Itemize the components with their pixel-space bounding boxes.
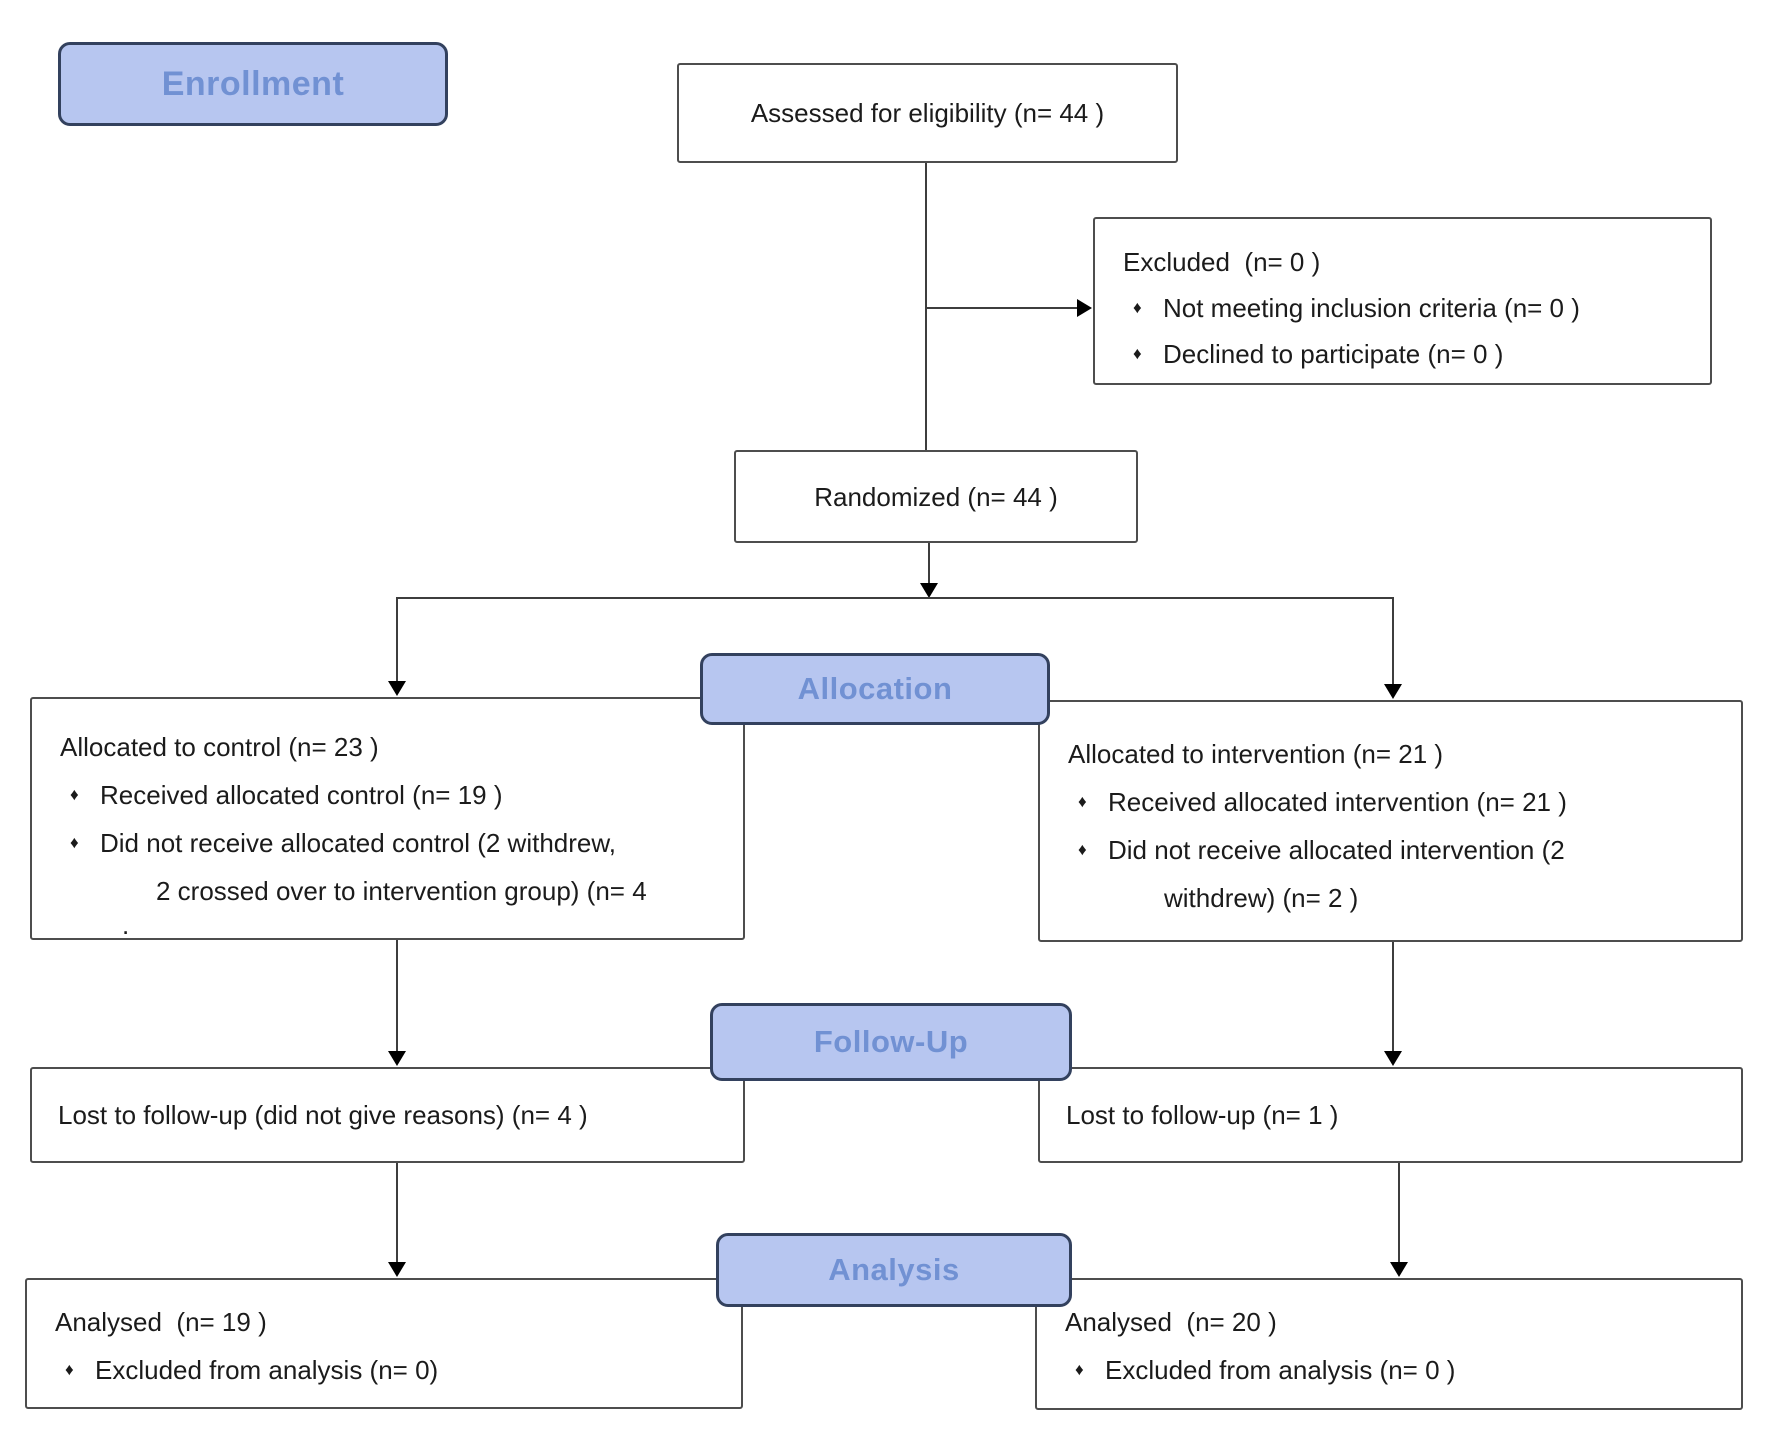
arrowhead-followup-control-icon	[388, 1051, 406, 1066]
text-line: 2 crossed over to intervention group) (n…	[156, 876, 647, 906]
bullet-line: ♦ Received allocated intervention (n= 21 …	[1078, 778, 1731, 826]
connector-split-left	[396, 598, 398, 682]
bullet-text: Received allocated control (n= 19 )	[100, 780, 503, 810]
bullet-text: Did not receive allocated intervention (…	[1108, 835, 1565, 865]
text-line: Lost to follow-up (did not give reasons)…	[58, 1100, 588, 1130]
bullet-line: ♦ Excluded from analysis (n= 0 )	[1075, 1346, 1731, 1394]
box-analysed-intervention: Analysed (n= 20 ) ♦ Excluded from analysis…	[1035, 1278, 1743, 1410]
text-line: Randomized (n= 44 )	[814, 481, 1058, 512]
connector-randomized-split	[928, 543, 930, 585]
bullet-text: Declined to participate (n= 0 )	[1163, 339, 1504, 369]
bullet-line: ♦ Did not receive allocated intervention …	[1078, 826, 1731, 874]
box-allocated-control: Allocated to control (n= 23 ) ♦ Received a…	[30, 697, 745, 940]
connector-control-followup	[396, 940, 398, 1052]
text-line: Allocated to control (n= 23 )	[60, 732, 379, 762]
bullet-diamond-icon: ♦	[1078, 840, 1087, 859]
box-excluded: Excluded (n= 0 ) ♦ Not meeting inclusion c…	[1093, 217, 1712, 385]
bullet-line: ♦ Received allocated control (n= 19 )	[70, 771, 733, 819]
connector-split-right	[1392, 598, 1394, 685]
text-line: withdrew) (n= 2 )	[1164, 883, 1359, 913]
text-line: Excluded (n= 0 )	[1123, 247, 1321, 277]
arrowhead-excluded-icon	[1077, 299, 1092, 317]
bullet-line: ♦ Declined to participate (n= 0 )	[1133, 331, 1700, 377]
bullet-text: Did not receive allocated control (2 wit…	[100, 828, 616, 858]
bullet-line: ♦ Not meeting inclusion criteria (n= 0 )	[1133, 285, 1700, 331]
arrowhead-alloc-control-icon	[388, 681, 406, 696]
bullet-text: Not meeting inclusion criteria (n= 0 )	[1163, 293, 1580, 323]
bullet-diamond-icon: ♦	[1133, 298, 1142, 317]
bullet-diamond-icon: ♦	[70, 833, 79, 852]
text-line: Allocated to intervention (n= 21 )	[1068, 739, 1444, 769]
stage-pill-followup: Follow-Up	[710, 1003, 1072, 1081]
arrowhead-alloc-intervention-icon	[1384, 684, 1402, 699]
stage-label-analysis: Analysis	[828, 1252, 960, 1287]
bullet-diamond-icon: ♦	[1078, 792, 1087, 811]
text-line: Lost to follow-up (n= 1 )	[1066, 1100, 1339, 1130]
text-line: Analysed (n= 19 )	[55, 1307, 267, 1337]
connector-excluded-branch	[926, 307, 1078, 309]
arrowhead-split-icon	[920, 583, 938, 598]
text-line: Analysed (n= 20 )	[1065, 1307, 1277, 1337]
connector-intervention-followup	[1392, 942, 1394, 1052]
box-allocated-intervention: Allocated to intervention (n= 21 ) ♦ Recei…	[1038, 700, 1743, 942]
bullet-diamond-icon: ♦	[65, 1360, 74, 1379]
bullet-text: Excluded from analysis (n= 0 )	[1105, 1355, 1456, 1385]
box-lost-followup-intervention: Lost to follow-up (n= 1 )	[1038, 1067, 1743, 1163]
stage-label-allocation: Allocation	[797, 671, 953, 706]
stage-pill-analysis: Analysis	[716, 1233, 1072, 1307]
box-randomized: Randomized (n= 44 )	[734, 450, 1138, 543]
box-analysed-control: Analysed (n= 19 ) ♦ Excluded from analysis…	[25, 1278, 743, 1409]
stage-label-enrollment: Enrollment	[161, 64, 345, 103]
bullet-diamond-icon: ♦	[1133, 344, 1142, 363]
connector-intervention-analysis	[1398, 1163, 1400, 1263]
bullet-text: Excluded from analysis (n= 0)	[95, 1355, 439, 1385]
box-lost-followup-control: Lost to follow-up (did not give reasons)…	[30, 1067, 745, 1163]
stage-pill-enrollment: Enrollment	[58, 42, 448, 126]
connector-assessed-randomized	[925, 163, 927, 450]
connector-split-horizontal	[396, 597, 1394, 599]
bullet-line: ♦ Excluded from analysis (n= 0)	[65, 1346, 731, 1394]
arrowhead-followup-intervention-icon	[1384, 1051, 1402, 1066]
stage-label-followup: Follow-Up	[813, 1024, 969, 1059]
bullet-diamond-icon: ♦	[1075, 1360, 1084, 1379]
connector-control-analysis	[396, 1163, 398, 1263]
text-line: Assessed for eligibility (n= 44 )	[750, 98, 1105, 128]
bullet-line: ♦ Did not receive allocated control (2 wi…	[70, 819, 733, 867]
arrowhead-analysis-control-icon	[388, 1262, 406, 1277]
text-line: .	[122, 910, 130, 940]
box-assessed-eligibility: Assessed for eligibility (n= 44 )	[677, 63, 1178, 163]
arrowhead-analysis-intervention-icon	[1390, 1262, 1408, 1277]
bullet-diamond-icon: ♦	[70, 785, 79, 804]
bullet-text: Received allocated intervention (n= 21 )	[1108, 787, 1567, 817]
stage-pill-allocation: Allocation	[700, 653, 1050, 725]
